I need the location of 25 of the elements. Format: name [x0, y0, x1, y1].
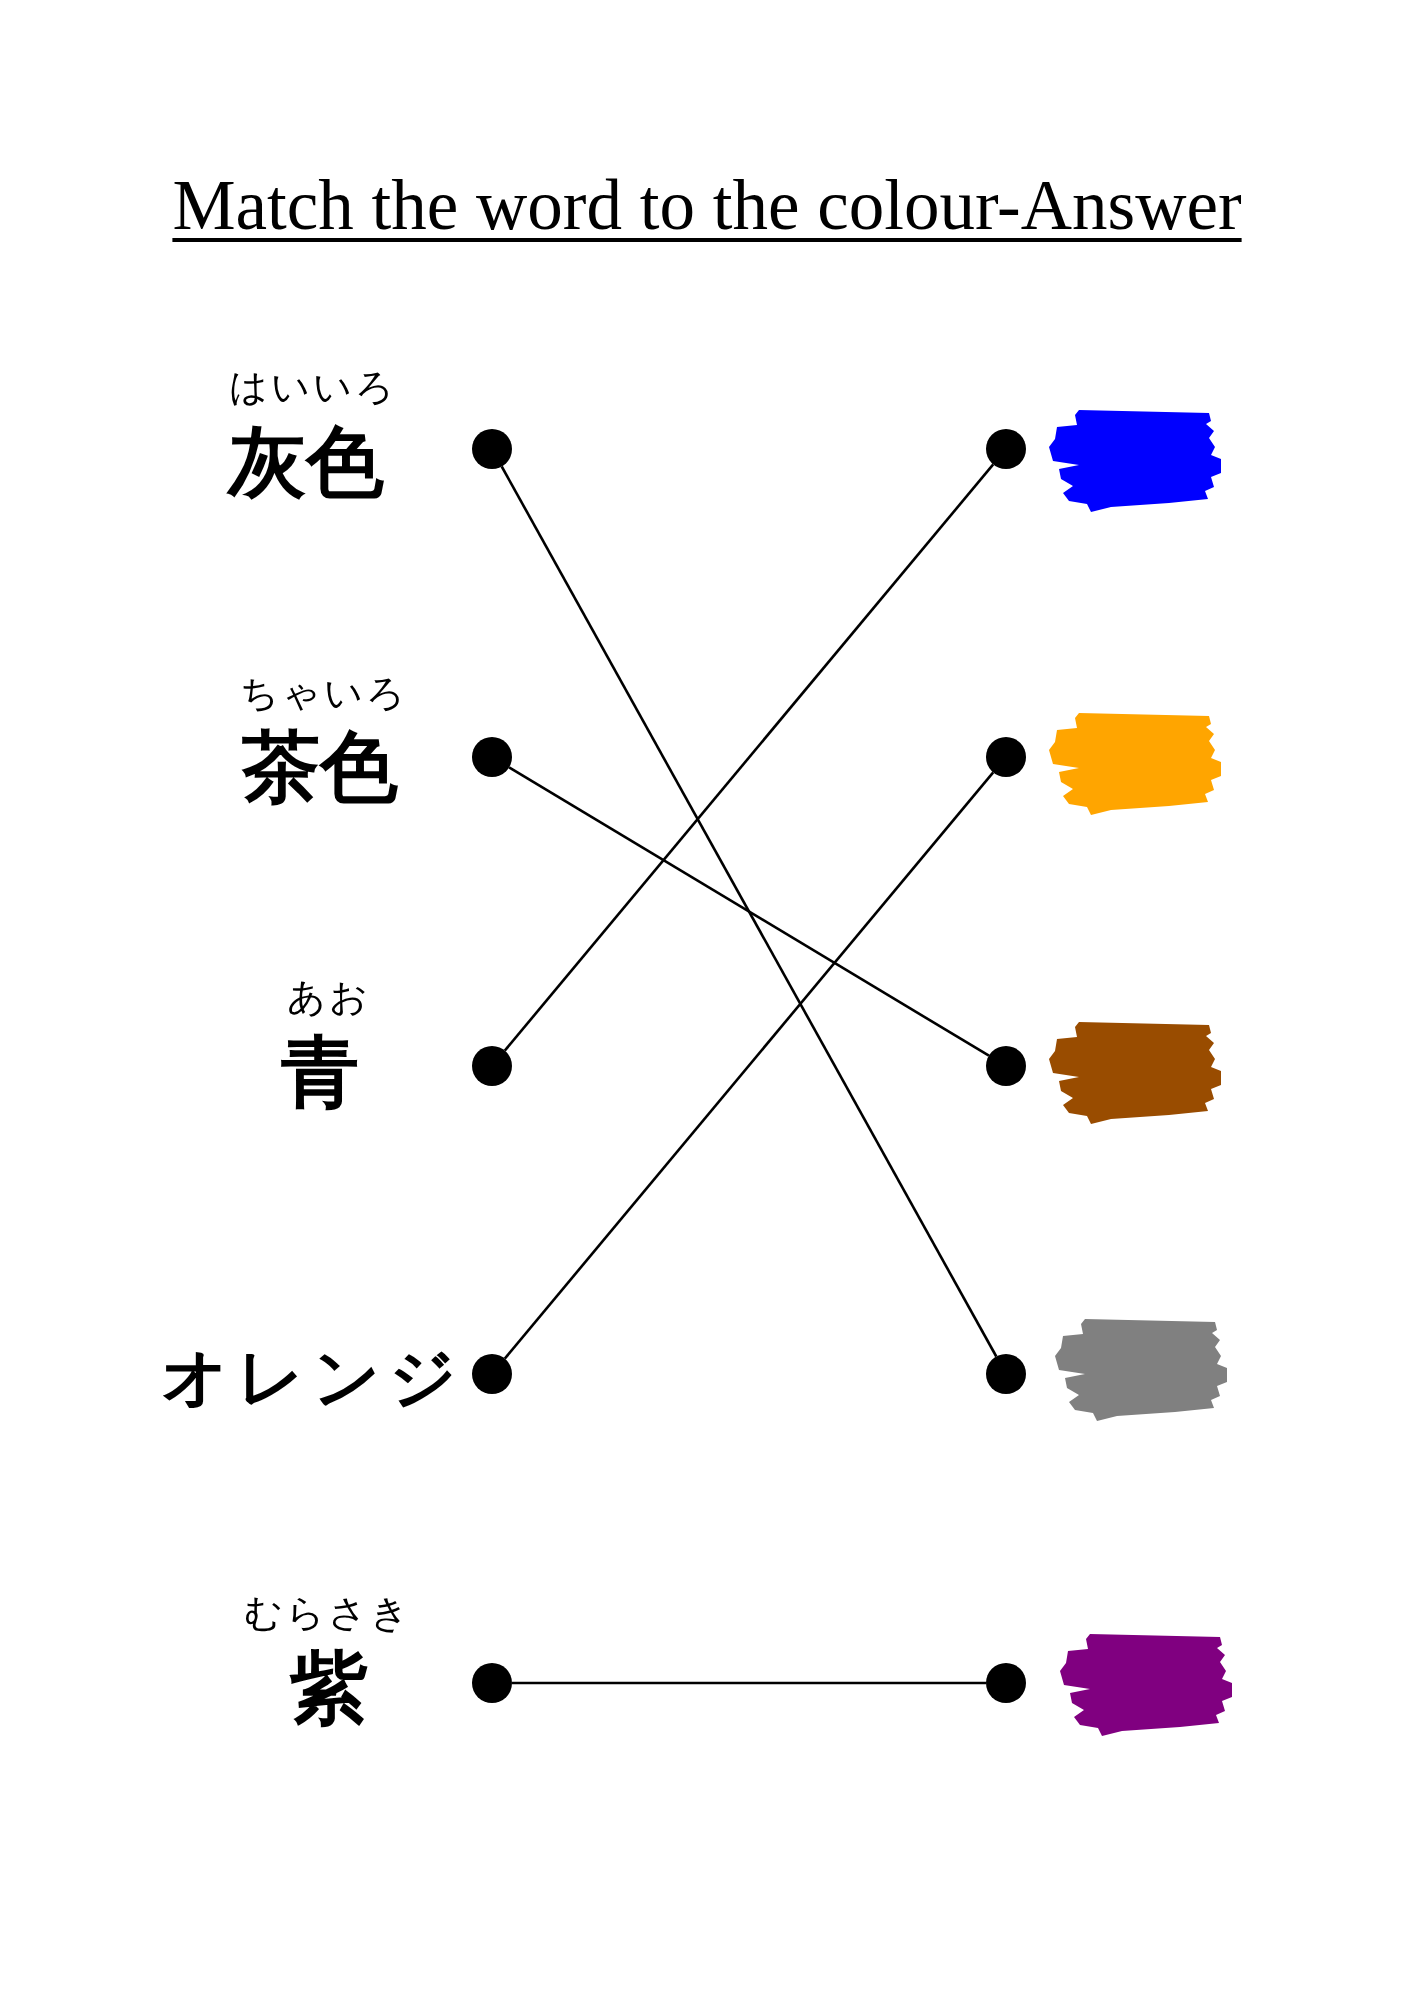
dot-icon — [986, 1046, 1026, 1086]
dot-icon — [986, 1354, 1026, 1394]
connector-line — [500, 465, 998, 1358]
word-label: 紫 — [290, 1649, 368, 1727]
title: Match the word to the colour-Answer — [172, 168, 1242, 243]
word-label: 青 — [281, 1033, 359, 1111]
dot-icon — [472, 1046, 512, 1086]
word-label: 茶色 — [242, 728, 398, 806]
reading-label: むらさき — [242, 1594, 412, 1632]
reading-label: ちゃいろ — [238, 674, 408, 712]
dot-icon — [472, 1354, 512, 1394]
dot-icon — [472, 429, 512, 469]
dot-icon — [472, 1663, 512, 1703]
dot-icon — [986, 737, 1026, 777]
word-label: オレンジ — [160, 1344, 465, 1410]
word-label: 灰色 — [228, 423, 384, 501]
reading-label: はいいろ — [227, 368, 397, 406]
connector-line — [512, 1681, 986, 1685]
connector-line — [503, 771, 995, 1360]
connector-line — [508, 766, 990, 1057]
connector-line — [503, 463, 995, 1052]
reading-label: あお — [285, 978, 371, 1016]
dot-icon — [472, 737, 512, 777]
dot-icon — [986, 429, 1026, 469]
dot-icon — [986, 1663, 1026, 1703]
